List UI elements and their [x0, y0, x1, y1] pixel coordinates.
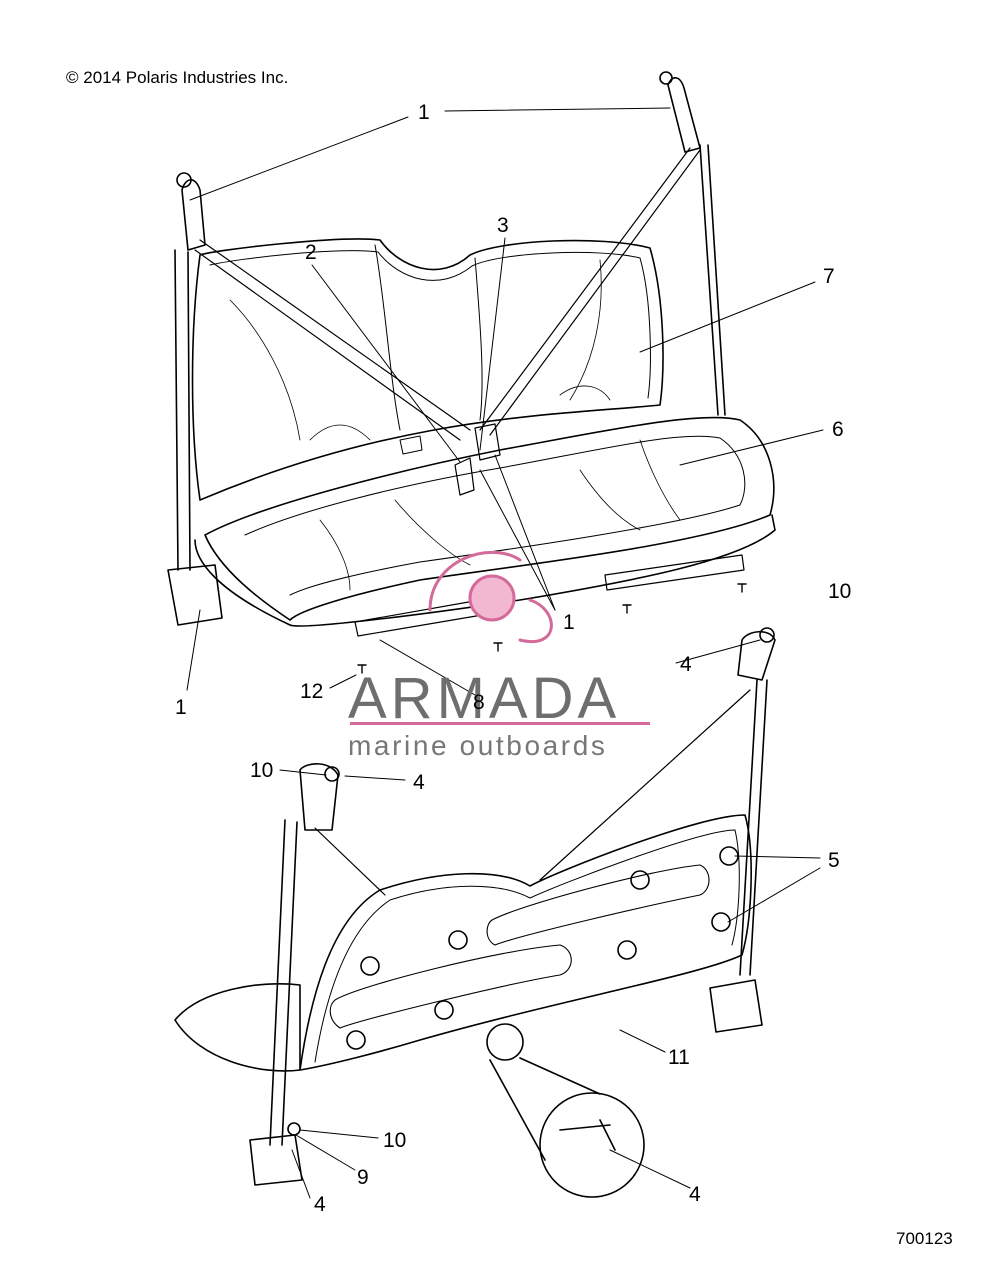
callout-label: 4 [314, 1193, 326, 1216]
callout-label: 3 [497, 214, 509, 237]
leader-lines [186, 107, 824, 1199]
callout-label: 12 [300, 680, 324, 703]
callout-label: 5 [828, 849, 840, 872]
callout-label: 11 [668, 1046, 690, 1069]
armada-logo-mark [428, 550, 553, 644]
watermark-brand: ARMADA [348, 666, 621, 731]
copyright-notice: © 2014 Polaris Industries Inc. [66, 68, 289, 87]
callout-label: 4 [413, 771, 425, 794]
callout-label: 4 [680, 653, 692, 676]
front-seat-belts [167, 71, 726, 626]
callout-label: 4 [689, 1183, 701, 1206]
callout-label: 2 [305, 241, 317, 264]
callout-label: 6 [832, 418, 844, 441]
callout-label: 9 [357, 1166, 369, 1189]
figure-number: 700123 [896, 1229, 953, 1248]
watermark-tagline: marine outboards [348, 730, 608, 761]
callout-label: 1 [563, 611, 575, 634]
callout-label: 10 [250, 759, 274, 782]
callout-label: 10 [383, 1129, 407, 1152]
callout-label: 10 [828, 580, 852, 603]
front-bench-seat [191, 238, 776, 674]
callout-label: 1 [175, 696, 187, 719]
rear-bench-seat [174, 627, 776, 1198]
callout-label: 1 [418, 101, 430, 124]
watermark-divider [350, 722, 650, 725]
callout-label: 8 [473, 691, 485, 714]
callout-label: 7 [823, 265, 835, 288]
